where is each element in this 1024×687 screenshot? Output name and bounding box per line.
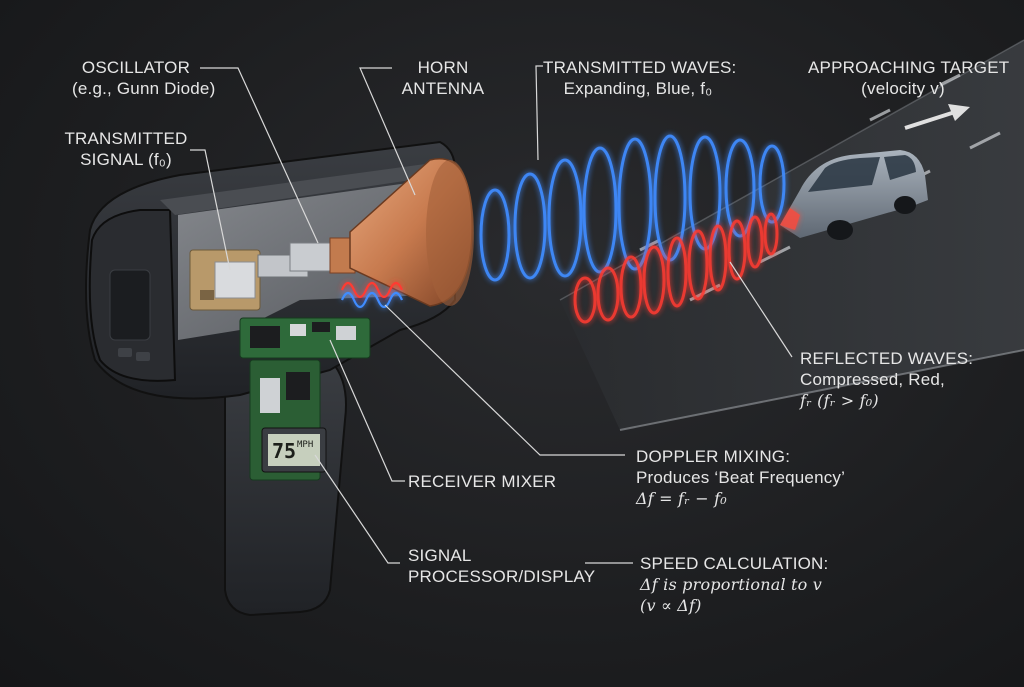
road xyxy=(559,39,1024,431)
speed-display: 75 MPH xyxy=(261,427,327,473)
mixer-wave xyxy=(340,281,404,309)
reflected-waves-label: REFLECTED WAVES: Compressed, Red, fᵣ (fᵣ… xyxy=(800,349,974,410)
transmitted-signal-label: TRANSMITTED SIGNAL (f₀) xyxy=(64,129,188,169)
waveguide xyxy=(289,237,356,274)
leader-lines xyxy=(190,65,793,564)
horn-antenna-label: HORN ANTENNA xyxy=(401,58,485,98)
speed-calculation-label: SPEED CALCULATION: Δf is proportional to… xyxy=(640,554,829,615)
receiver-mixer-label: RECEIVER MIXER xyxy=(408,472,557,491)
speed-unit: MPH xyxy=(297,440,313,450)
transmitted-waves-label: TRANSMITTED WAVES: Expanding, Blue, f₀ xyxy=(543,58,737,98)
doppler-mixing-label: DOPPLER MIXING: Produces ‘Beat Frequency… xyxy=(636,447,846,508)
car-icon xyxy=(780,150,928,240)
signal-processor-label: SIGNAL PROCESSOR/DISPLAY xyxy=(408,546,596,586)
oscillator-label: OSCILLATOR (e.g., Gunn Diode) xyxy=(72,58,216,98)
horn-antenna-component xyxy=(349,158,474,307)
speed-value: 75 xyxy=(272,439,296,463)
approaching-target-label: APPROACHING TARGET (velocity v) xyxy=(808,58,1010,98)
velocity-arrow-icon xyxy=(904,104,970,130)
reflected-waves xyxy=(573,212,779,324)
